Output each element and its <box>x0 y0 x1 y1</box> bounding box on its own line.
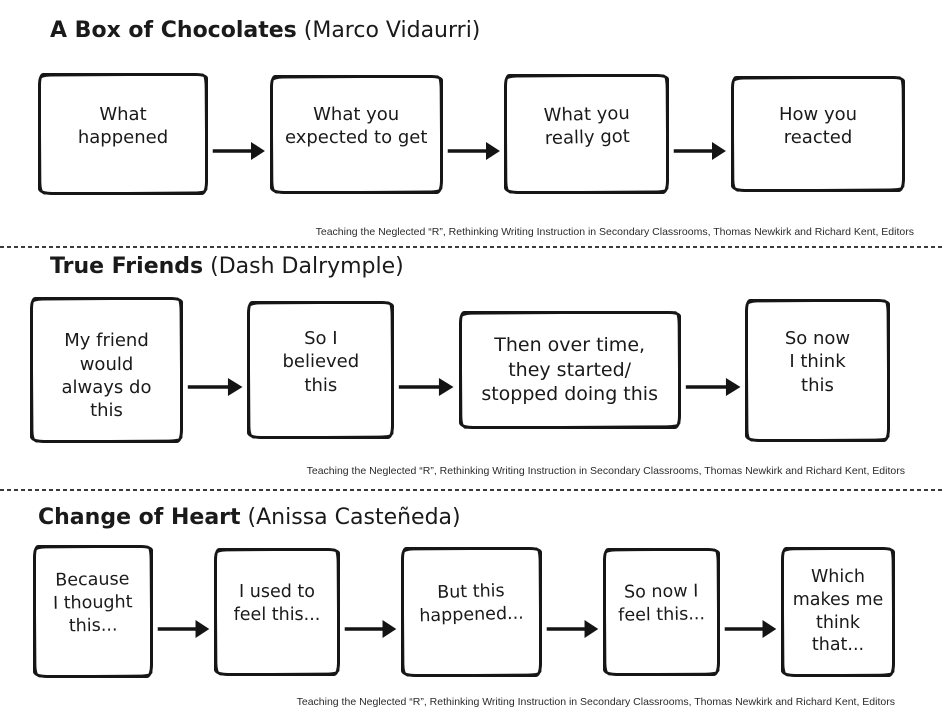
section-author-text: (Dash Dalrymple) <box>210 254 404 279</box>
arrow-right-icon <box>340 617 401 641</box>
flow-row-1: What happened What you expected to get W… <box>38 72 906 196</box>
flow-box-so-i-believed: So I believed this <box>247 301 395 439</box>
flow-box-but-this-happened: But this happened... <box>401 546 542 677</box>
flow-box-over-time-changed: Then over time, they started/ stopped do… <box>458 311 681 429</box>
box-label: What you really got <box>543 102 630 150</box>
arrow-right-icon <box>720 617 781 641</box>
flow-box-so-now-i-think: So now I think this <box>744 298 890 442</box>
dashed-divider <box>0 489 942 491</box>
section-title-true-friends: True Friends(Dash Dalrymple) <box>50 254 404 279</box>
flow-box-what-really-got: What you really got <box>504 74 670 194</box>
box-label: Then over time, they started/ stopped do… <box>481 333 658 406</box>
section-title-text: True Friends <box>50 254 204 279</box>
box-label: Which makes me think that... <box>792 567 884 656</box>
flow-box-friend-would-do: My friend would always do this <box>30 297 183 443</box>
section-title-text: A Box of Chocolates <box>50 18 297 43</box>
box-label: I used to feel this... <box>233 581 321 625</box>
box-label: My friend would always do this <box>61 330 152 422</box>
section-author-text: (Anissa Casteñeda) <box>247 505 461 530</box>
section-title-box-of-chocolates: A Box of Chocolates(Marco Vidaurri) <box>50 18 480 43</box>
box-label: So now I feel this... <box>618 581 706 626</box>
arrow-right-icon <box>542 617 603 641</box>
box-label: Because I thought this... <box>53 569 133 637</box>
arrow-right-icon <box>183 375 247 399</box>
section-title-text: Change of Heart <box>38 505 241 530</box>
box-label: What you expected to get <box>284 103 428 148</box>
box-label: So now I think this <box>784 327 851 396</box>
flow-box-because-i-thought: Because I thought this... <box>33 545 153 678</box>
box-label: What happened <box>77 103 169 148</box>
flow-box-what-happened: What happened <box>38 73 208 195</box>
section-title-change-of-heart: Change of Heart(Anissa Casteñeda) <box>38 505 461 530</box>
flow-box-makes-me-think: Which makes me think that... <box>781 546 895 677</box>
box-label: But this happened... <box>419 580 525 626</box>
flow-row-2: My friend would always do this So I beli… <box>30 297 890 443</box>
citation-text: Teaching the Neglected “R”, Rethinking W… <box>306 465 905 477</box>
box-label: So I believed this <box>282 327 360 396</box>
flow-box-so-now-i-feel: So now I feel this... <box>603 547 720 676</box>
flow-box-used-to-feel: I used to feel this... <box>214 547 340 676</box>
citation-text: Teaching the Neglected “R”, Rethinking W… <box>296 696 895 708</box>
arrow-right-icon <box>208 139 270 163</box>
flow-box-what-expected: What you expected to get <box>269 74 443 194</box>
section-author-text: (Marco Vidaurri) <box>303 18 481 43</box>
flow-row-3: Because I thought this... I used to feel… <box>33 545 895 678</box>
box-label: How you reacted <box>778 103 858 148</box>
arrow-right-icon <box>443 139 505 163</box>
arrow-right-icon <box>681 375 745 399</box>
arrow-right-icon <box>669 139 731 163</box>
flow-box-how-reacted: How you reacted <box>731 76 906 192</box>
dashed-divider <box>0 246 942 248</box>
arrow-right-icon <box>394 375 458 399</box>
citation-text: Teaching the Neglected “R”, Rethinking W… <box>315 226 914 238</box>
arrow-right-icon <box>153 617 214 641</box>
